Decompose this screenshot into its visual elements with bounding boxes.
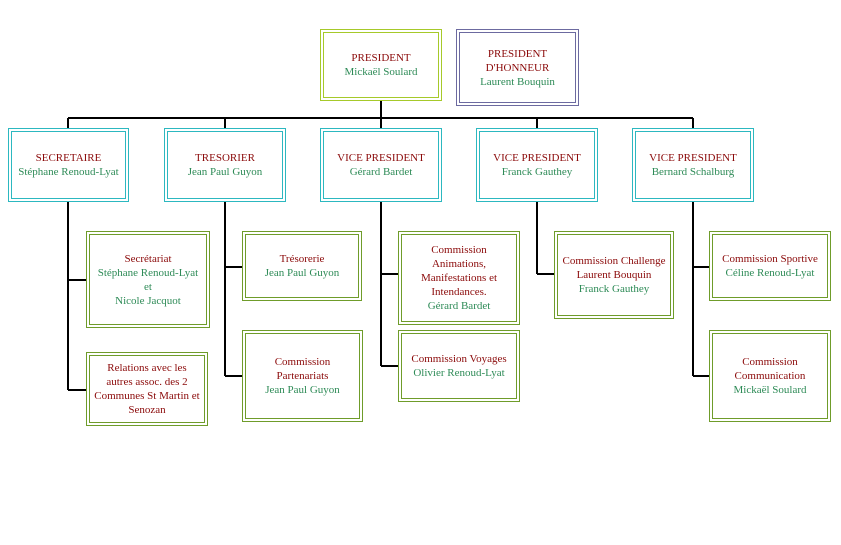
commission-title: Commission Partenariats	[274, 356, 331, 382]
commission-member: Olivier Renoud-Lyat	[413, 367, 505, 379]
commission-member: Franck Gauthey	[578, 283, 650, 295]
vice-president-box-3: VICE PRESIDENT Bernard Schalburg	[632, 128, 754, 202]
officer-title: VICE PRESIDENT	[649, 152, 737, 164]
commission-title: Commission Communication	[734, 356, 806, 382]
commission-sportive: Commission Sportive Céline Renoud-Lyat	[709, 231, 831, 301]
commission-challenge: Commission Challenge Laurent Bouquin Fra…	[554, 231, 674, 319]
officer-name: Bernard Schalburg	[651, 166, 735, 178]
secretary-box: SECRETAIRE Stéphane Renoud-Lyat	[8, 128, 129, 202]
commission-animations: Commission Animations, Manifestations et…	[398, 231, 520, 325]
officer-title: SECRETAIRE	[35, 152, 102, 164]
commission-member: Gérard Bardet	[427, 300, 491, 312]
commission-member: Céline Renoud-Lyat	[725, 267, 815, 279]
commission-member: Jean Paul Guyon	[265, 384, 340, 396]
officer-name: Stéphane Renoud-Lyat	[18, 166, 119, 178]
president-box: PRESIDENT Mickaël Soulard	[320, 29, 442, 101]
commission-title: Trésorerie	[279, 253, 325, 265]
commission-title: Commission Challenge Laurent Bouquin	[562, 255, 666, 281]
commission-partenariats: Commission Partenariats Jean Paul Guyon	[242, 330, 363, 422]
commission-title: Commission Animations, Manifestations et…	[420, 244, 498, 298]
commission-title: Relations avec les autres assoc. des 2 C…	[94, 362, 200, 416]
officer-name: Gérard Bardet	[349, 166, 413, 178]
vice-president-box-2: VICE PRESIDENT Franck Gauthey	[476, 128, 598, 202]
officer-name: Jean Paul Guyon	[187, 166, 263, 178]
commission-title: Commission Sportive	[722, 253, 818, 265]
commission-tresorerie: Trésorerie Jean Paul Guyon	[242, 231, 362, 301]
officer-title: VICE PRESIDENT	[493, 152, 581, 164]
commission-communication: Commission Communication Mickaël Soulard	[709, 330, 831, 422]
vice-president-box-1: VICE PRESIDENT Gérard Bardet	[320, 128, 442, 202]
commission-member: Jean Paul Guyon	[264, 267, 340, 279]
commission-voyages: Commission Voyages Olivier Renoud-Lyat	[398, 330, 520, 402]
treasurer-box: TRESORIER Jean Paul Guyon	[164, 128, 286, 202]
commission-secretariat: Secrétariat Stéphane Renoud-Lyat et Nico…	[86, 231, 210, 328]
officer-title: TRESORIER	[195, 152, 255, 164]
commission-title: Commission Voyages	[411, 353, 507, 365]
commission-member: Stéphane Renoud-Lyat	[97, 266, 199, 279]
commission-title: Secrétariat	[124, 252, 172, 265]
officer-title: VICE PRESIDENT	[337, 152, 425, 164]
honorary-title: PRESIDENT D'HONNEUR	[485, 47, 550, 74]
commission-member-joiner: et	[144, 280, 152, 293]
officer-name: Franck Gauthey	[501, 166, 573, 178]
president-title: PRESIDENT	[351, 52, 411, 64]
commission-member-2: Nicole Jacquot	[115, 294, 181, 307]
president-name: Mickaël Soulard	[344, 66, 418, 78]
commission-relations: Relations avec les autres assoc. des 2 C…	[86, 352, 208, 426]
commission-member: Mickaël Soulard	[733, 384, 807, 396]
honorary-president-box: PRESIDENT D'HONNEUR Laurent Bouquin	[456, 29, 579, 106]
honorary-name: Laurent Bouquin	[480, 75, 555, 88]
